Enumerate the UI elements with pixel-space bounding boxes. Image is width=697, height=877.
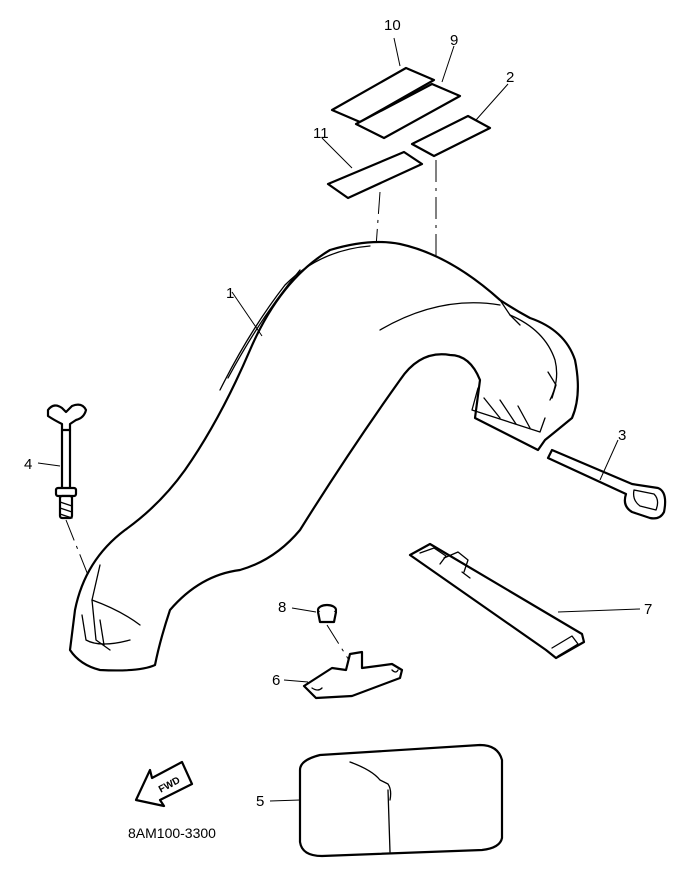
label-plate-2 [410,114,492,158]
cover-box-5 [298,743,504,858]
callout-10: 10 [384,17,401,34]
label-plate-9 [354,82,462,140]
battery-band-7 [408,542,586,660]
callout-8: 8 [278,599,286,616]
callout-7: 7 [644,601,652,618]
label-plate-10 [330,66,436,124]
callout-11: 11 [313,125,329,142]
forward-direction-arrow: FWD [134,760,194,808]
diagram-code: 8AM100-3300 [128,825,216,841]
grommet-8 [316,603,338,624]
callout-5: 5 [256,793,264,810]
callout-1: 1 [226,285,234,302]
callout-6: 6 [272,672,280,689]
callout-4: 4 [24,456,32,473]
side-cover-body [68,240,579,672]
callout-2: 2 [506,69,514,86]
wing-bolt [46,403,88,520]
bracket-plate-6 [302,650,404,700]
label-plate-11 [326,150,424,200]
callout-9: 9 [450,32,458,49]
retaining-strap-3 [546,448,667,520]
callout-3: 3 [618,427,626,444]
